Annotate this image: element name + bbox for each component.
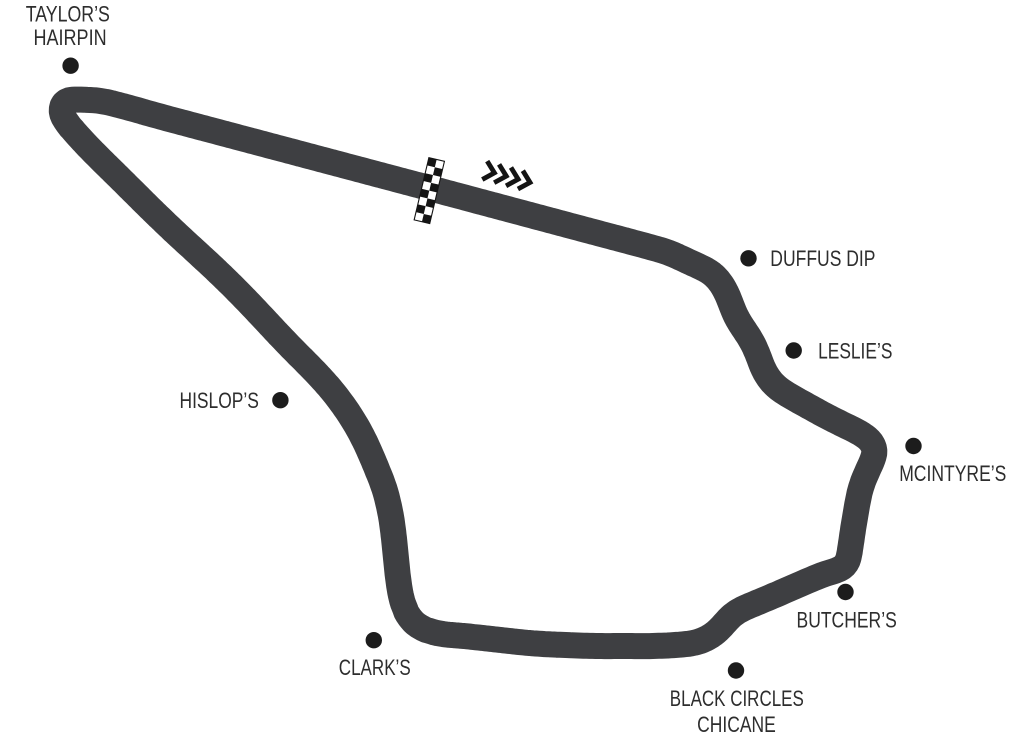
svg-text:MCINTYRE’S: MCINTYRE’S — [899, 461, 1006, 486]
svg-text:CLARK’S: CLARK’S — [339, 655, 411, 680]
svg-text:TAYLOR’S: TAYLOR’S — [26, 1, 110, 26]
svg-text:HISLOP’S: HISLOP’S — [180, 388, 259, 413]
svg-text:CHICANE: CHICANE — [697, 712, 776, 737]
svg-text:BUTCHER’S: BUTCHER’S — [797, 607, 897, 632]
svg-text:BLACK CIRCLES: BLACK CIRCLES — [670, 686, 804, 711]
svg-text:LESLIE’S: LESLIE’S — [818, 339, 892, 364]
svg-text:HAIRPIN: HAIRPIN — [34, 25, 107, 50]
svg-text:DUFFUS DIP: DUFFUS DIP — [770, 246, 875, 271]
